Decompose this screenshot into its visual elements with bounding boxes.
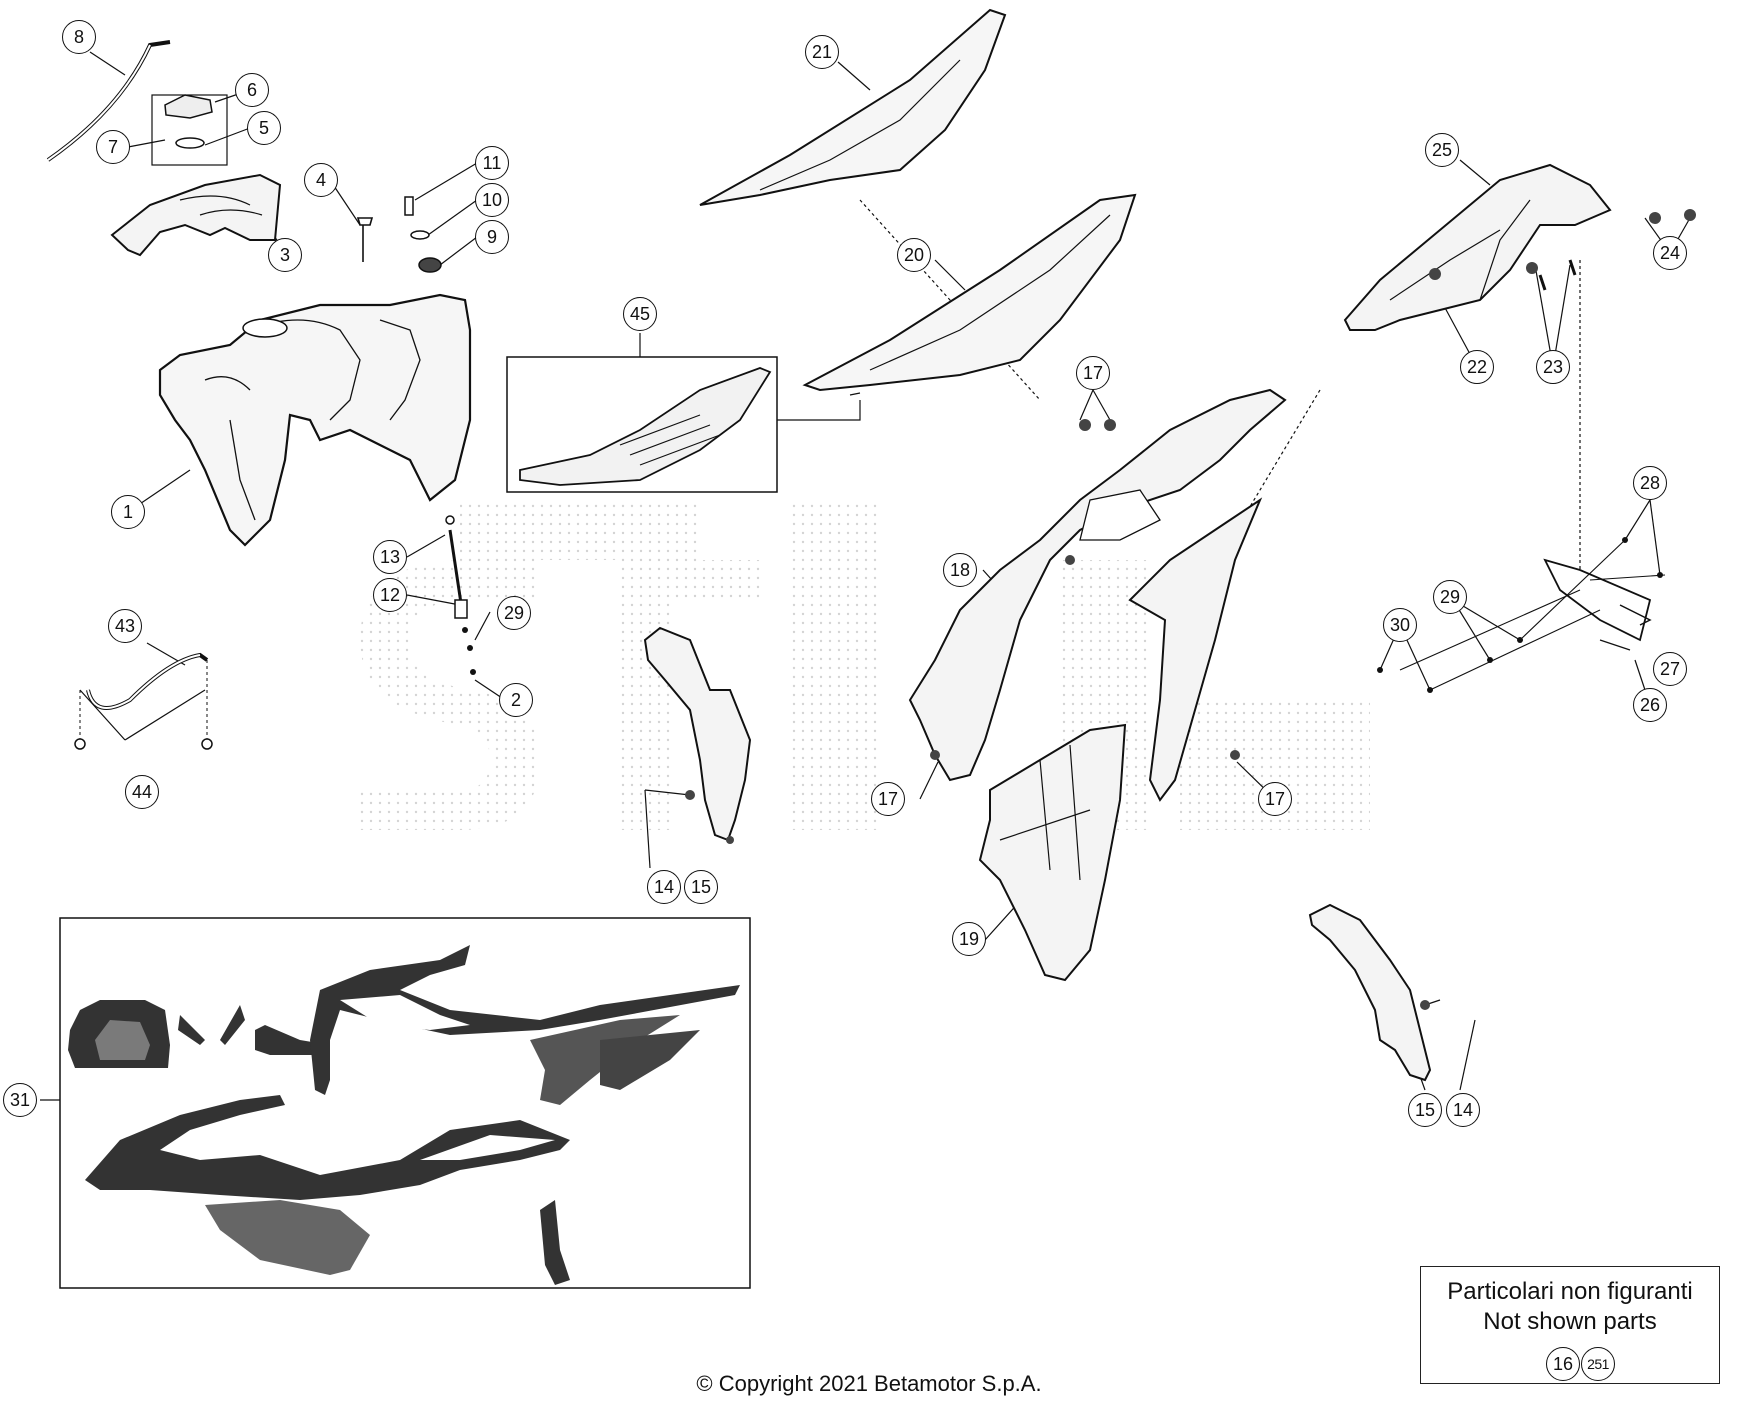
callout-19[interactable]: 19	[952, 922, 986, 956]
seat-cover	[699, 8, 1007, 206]
fuel-cap-gasket	[175, 137, 205, 149]
callout-20[interactable]: 20	[897, 238, 931, 272]
callout-45[interactable]: 45	[623, 297, 657, 331]
callout-16[interactable]: 16	[1546, 1347, 1580, 1381]
callout-15-left[interactable]: 15	[684, 870, 718, 904]
callout-15-right[interactable]: 15	[1408, 1093, 1442, 1127]
callout-10[interactable]: 10	[475, 183, 509, 217]
callout-251[interactable]: 251	[1581, 1347, 1615, 1381]
callout-21[interactable]: 21	[805, 35, 839, 69]
rear-fender	[908, 388, 1287, 782]
bolt	[404, 196, 414, 216]
not-shown-title-en: Not shown parts	[1483, 1308, 1657, 1335]
fuel-tank	[158, 293, 472, 547]
callout-8[interactable]: 8	[62, 20, 96, 54]
callout-26[interactable]: 26	[1633, 688, 1667, 722]
callout-14-right[interactable]: 14	[1446, 1093, 1480, 1127]
callout-14-left[interactable]: 14	[647, 870, 681, 904]
plate-support	[1543, 558, 1652, 642]
not-shown-refs: 16 251	[1421, 1347, 1719, 1381]
callout-13[interactable]: 13	[373, 540, 407, 574]
radiator-guard-left	[643, 626, 752, 842]
callout-3[interactable]: 3	[268, 238, 302, 272]
not-shown-title-it: Particolari non figuranti	[1447, 1278, 1693, 1305]
callout-29-left[interactable]: 29	[497, 596, 531, 630]
callout-29-right[interactable]: 29	[1433, 580, 1467, 614]
seat-base-box	[506, 356, 778, 493]
decal-kit	[68, 945, 740, 1285]
side-panel-right	[1128, 497, 1263, 802]
callout-2[interactable]: 2	[499, 683, 533, 717]
callout-17-left[interactable]: 17	[871, 782, 905, 816]
callout-28[interactable]: 28	[1633, 466, 1667, 500]
callout-22[interactable]: 22	[1460, 350, 1494, 384]
fuel-cap-box	[151, 94, 228, 166]
decal-kit-box	[59, 917, 751, 1289]
callout-9[interactable]: 9	[475, 220, 509, 254]
tank-cover	[110, 173, 282, 257]
seat-base	[519, 367, 772, 486]
callout-11[interactable]: 11	[475, 146, 509, 180]
screw	[356, 217, 374, 262]
callout-4[interactable]: 4	[304, 163, 338, 197]
airbox-cover	[978, 723, 1127, 982]
rear-fender-frame	[1343, 163, 1612, 331]
callout-30[interactable]: 30	[1383, 608, 1417, 642]
callout-17-top[interactable]: 17	[1076, 356, 1110, 390]
radiator-guard-right	[1308, 903, 1432, 1082]
seat	[802, 193, 1137, 392]
callout-43[interactable]: 43	[108, 609, 142, 643]
washer	[410, 230, 430, 240]
callout-7[interactable]: 7	[96, 130, 130, 164]
callout-5[interactable]: 5	[247, 111, 281, 145]
callout-18[interactable]: 18	[943, 553, 977, 587]
not-shown-parts-box: Particolari non figuranti Not shown part…	[1420, 1266, 1720, 1384]
callout-6[interactable]: 6	[235, 73, 269, 107]
rubber-bushing	[418, 257, 442, 273]
callout-31[interactable]: 31	[3, 1083, 37, 1117]
callout-44[interactable]: 44	[125, 775, 159, 809]
fuel-cap	[164, 94, 213, 119]
tank-rod	[448, 529, 464, 611]
copyright-text: © Copyright 2021 Betamotor S.p.A.	[696, 1371, 1042, 1396]
callout-24[interactable]: 24	[1653, 236, 1687, 270]
callout-1[interactable]: 1	[111, 495, 145, 529]
callout-17-right[interactable]: 17	[1258, 782, 1292, 816]
callout-27[interactable]: 27	[1653, 652, 1687, 686]
callout-25[interactable]: 25	[1425, 133, 1459, 167]
callout-12[interactable]: 12	[373, 578, 407, 612]
callout-23[interactable]: 23	[1536, 350, 1570, 384]
